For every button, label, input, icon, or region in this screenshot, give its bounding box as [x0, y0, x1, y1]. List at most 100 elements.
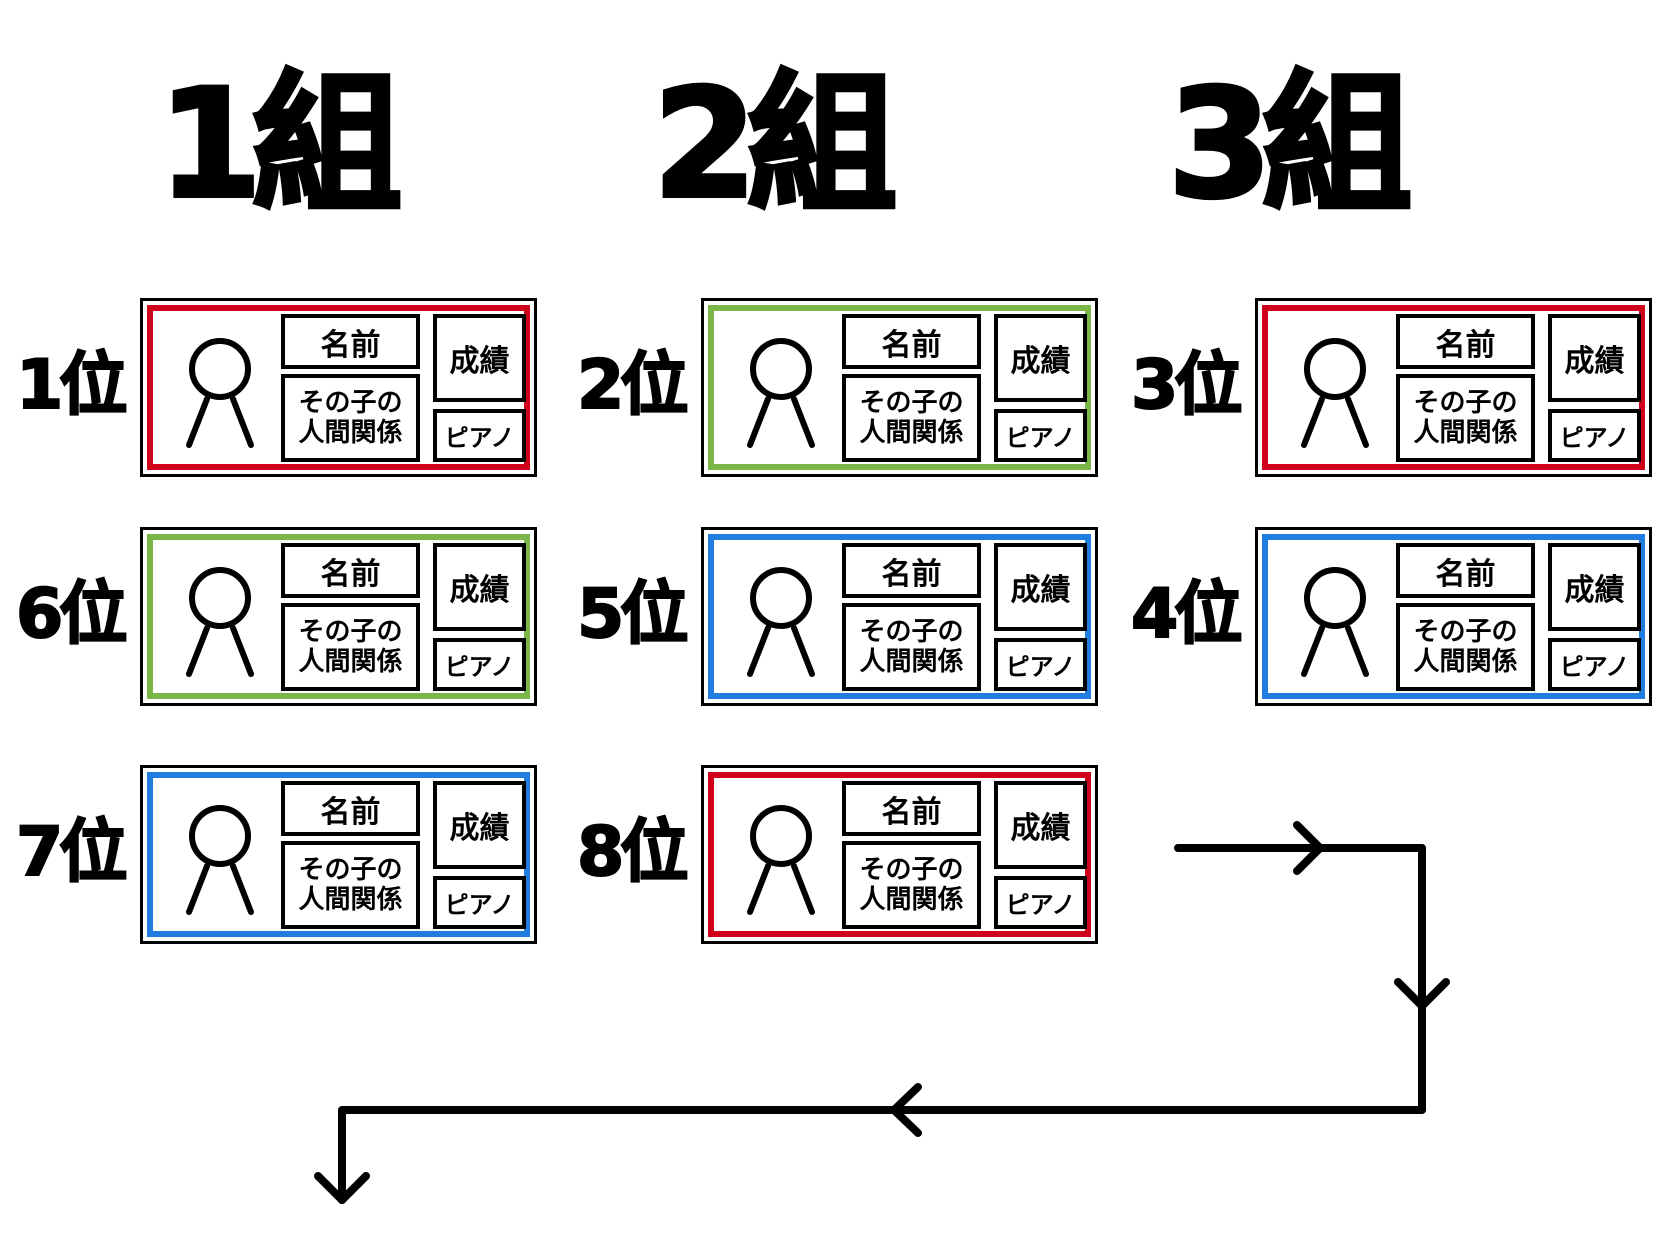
piano-box: ピアノ: [433, 876, 526, 929]
person-icon: [747, 567, 815, 677]
piano-box: ピアノ: [1548, 409, 1641, 462]
name-box: 名前: [281, 781, 420, 836]
relationship-box: その子の 人間関係: [1396, 603, 1535, 691]
relationship-box-label: その子の 人間関係: [859, 388, 964, 448]
piano-box: ピアノ: [994, 638, 1087, 691]
rank-label: 7位: [15, 812, 128, 893]
score-box: 成績: [994, 314, 1087, 402]
group-title-3: 3組: [1166, 58, 1414, 232]
piano-box: ピアノ: [433, 409, 526, 462]
rank-card-border: [708, 772, 1091, 937]
rank-card-border: [708, 534, 1091, 699]
score-box: 成績: [1548, 314, 1641, 402]
piano-box-label: ピアノ: [1559, 424, 1630, 452]
rank-card-border: [1262, 305, 1645, 470]
rank-card: 名前その子の 人間関係 成績ピアノ: [1255, 527, 1652, 706]
rank-card: 名前その子の 人間関係 成績ピアノ: [140, 765, 537, 944]
score-box: 成績: [433, 543, 526, 631]
piano-box-label: ピアノ: [1559, 653, 1630, 681]
relationship-box: その子の 人間関係: [281, 603, 420, 691]
rank-label: 8位: [576, 812, 689, 893]
rank-card-border: [708, 305, 1091, 470]
piano-box: ピアノ: [1548, 638, 1641, 691]
arrow-right-icon: [1293, 821, 1324, 875]
name-box: 名前: [1396, 543, 1535, 598]
relationship-box-label: その子の 人間関係: [298, 855, 403, 915]
piano-box: ピアノ: [433, 638, 526, 691]
rank-card: 名前その子の 人間関係 成績ピアノ: [701, 765, 1098, 944]
score-box-label: 成績: [1010, 573, 1071, 608]
score-box-label: 成績: [449, 811, 510, 846]
piano-box: ピアノ: [994, 876, 1087, 929]
name-box: 名前: [842, 543, 981, 598]
arrow-down-icon: [1394, 978, 1450, 1010]
relationship-box: その子の 人間関係: [1396, 374, 1535, 462]
person-icon: [1301, 338, 1369, 448]
person-icon: [186, 805, 254, 915]
rank-card: 名前その子の 人間関係 成績ピアノ: [140, 298, 537, 477]
name-box: 名前: [1396, 314, 1535, 369]
name-box: 名前: [842, 781, 981, 836]
rank-label: 2位: [576, 345, 689, 426]
relationship-box: その子の 人間関係: [281, 374, 420, 462]
score-box-label: 成績: [449, 344, 510, 379]
arrow-down-end-icon: [314, 1172, 370, 1204]
rank-card-border: [147, 772, 530, 937]
piano-box-label: ピアノ: [1005, 424, 1076, 452]
relationship-box: その子の 人間関係: [842, 841, 981, 929]
rank-card: 名前その子の 人間関係成績ピアノ: [140, 527, 537, 706]
name-box: 名前: [281, 543, 420, 598]
score-box: 成績: [994, 543, 1087, 631]
name-box-label: 名前: [881, 556, 942, 592]
rank-label: 4位: [1130, 574, 1243, 655]
relationship-box-label: その子の 人間関係: [1413, 617, 1518, 677]
person-icon: [1301, 567, 1369, 677]
name-box: 名前: [842, 314, 981, 369]
relationship-box-label: その子の 人間関係: [1413, 388, 1518, 448]
score-box: 成績: [433, 781, 526, 869]
score-box: 成績: [433, 314, 526, 402]
name-box-label: 名前: [881, 327, 942, 363]
name-box-label: 名前: [320, 327, 381, 363]
person-icon: [747, 338, 815, 448]
piano-box-label: ピアノ: [1005, 891, 1076, 919]
name-box-label: 名前: [1435, 556, 1496, 592]
relationship-box-label: その子の 人間関係: [298, 617, 403, 677]
flow-line: [338, 844, 1426, 1204]
name-box-label: 名前: [320, 794, 381, 830]
piano-box: ピアノ: [994, 409, 1087, 462]
relationship-box: その子の 人間関係: [842, 374, 981, 462]
score-box: 成績: [994, 781, 1087, 869]
relationship-box-label: その子の 人間関係: [298, 388, 403, 448]
piano-box-label: ピアノ: [444, 891, 515, 919]
rank-card: 名前その子の 人間関係成績ピアノ: [701, 298, 1098, 477]
name-box-label: 名前: [1435, 327, 1496, 363]
rank-label: 6位: [15, 574, 128, 655]
relationship-box: その子の 人間関係: [842, 603, 981, 691]
rank-label: 3位: [1130, 345, 1243, 426]
rank-label: 1位: [15, 345, 128, 426]
rank-card-border: [147, 534, 530, 699]
rank-card: 名前その子の 人間関係 成績ピアノ: [1255, 298, 1652, 477]
score-box: 成績: [1548, 543, 1641, 631]
relationship-box-label: その子の 人間関係: [859, 855, 964, 915]
rank-label: 5位: [576, 574, 689, 655]
group-title-2: 2組: [651, 58, 899, 232]
name-box-label: 名前: [881, 794, 942, 830]
arrow-left-icon: [890, 1083, 922, 1137]
name-box-label: 名前: [320, 556, 381, 592]
relationship-box-label: その子の 人間関係: [859, 617, 964, 677]
person-icon: [186, 338, 254, 448]
person-icon: [186, 567, 254, 677]
piano-box-label: ピアノ: [1005, 653, 1076, 681]
rank-card: 名前その子の 人間関係 成績ピアノ: [701, 527, 1098, 706]
score-box-label: 成績: [1564, 573, 1625, 608]
score-box-label: 成績: [1564, 344, 1625, 379]
rank-card-border: [1262, 534, 1645, 699]
score-box-label: 成績: [1010, 811, 1071, 846]
relationship-box: その子の 人間関係: [281, 841, 420, 929]
name-box: 名前: [281, 314, 420, 369]
person-icon: [747, 805, 815, 915]
piano-box-label: ピアノ: [444, 653, 515, 681]
